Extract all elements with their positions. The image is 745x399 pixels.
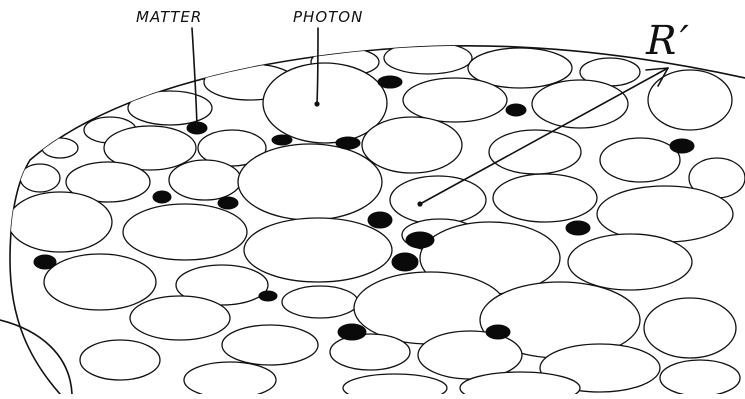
matter-blob [34,255,56,269]
matter-blob [406,232,434,248]
matter-blob [153,191,171,203]
matter-blob [338,324,366,340]
photon-cell [343,374,447,394]
photon-cell [403,78,507,122]
corner-curve [0,320,72,394]
photon-cell [80,340,160,380]
photon-cell [130,296,230,340]
photon-cell [644,298,736,358]
photon-cell [384,42,472,74]
photon-cell [42,138,78,158]
photon-cell [493,174,597,222]
matter-blob [336,137,360,149]
photon-cell [44,254,156,310]
photon-cell [489,130,581,174]
matter-blob [272,135,292,145]
matter-blob [670,139,694,153]
matter-blob [368,212,392,228]
matter-blob [378,76,402,88]
matter-blob [486,325,510,339]
photon-cell [532,80,628,128]
photon-cell [390,176,486,224]
photon-cell [184,362,276,394]
photon-dot [314,101,319,106]
photon-cell [362,117,462,173]
matter-label: MATTER [136,8,202,26]
matter-blob [259,291,277,301]
matter-blob [392,253,418,271]
photon-cell [8,192,112,252]
matter-blob [566,221,590,235]
photon-cell [222,325,318,365]
matter-blob [506,104,526,116]
photon-cell [123,204,247,260]
photon-cell [568,234,692,290]
photon-cell [128,91,212,125]
photon-cell [244,218,392,282]
photon-cell [20,164,60,192]
photon-cell [597,186,733,242]
photon-pointer [317,28,318,103]
photon-cell [169,160,241,200]
photon-cell [238,144,382,220]
photon-cell [330,334,410,370]
matter-blob [218,197,238,209]
photon-cell [600,138,680,182]
photon-cell [282,286,358,318]
photon-cell [660,360,740,394]
photon-cell [648,70,732,130]
photon-label: PHOTON [293,8,363,26]
